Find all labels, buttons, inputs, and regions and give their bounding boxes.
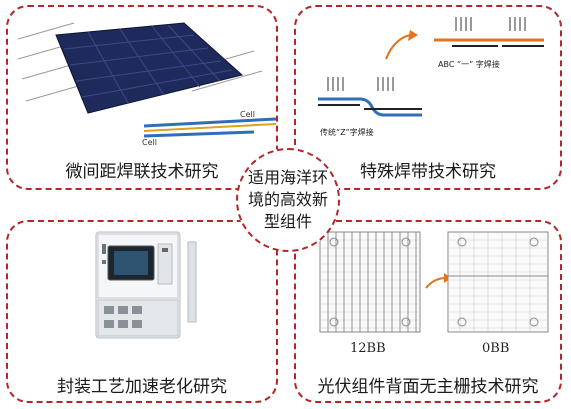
module-back-0bb [447, 231, 549, 333]
module-label-12bb: 12BB [350, 341, 386, 356]
module-back-12bb [319, 231, 421, 333]
cell-label-lower: Cell [142, 138, 157, 147]
panel-aging-test: 封装工艺加速老化研究 [6, 220, 278, 403]
panel-title-special-ribbon: 特殊焊带技术研究 [360, 162, 496, 182]
panel-title-micro-spacing: 微间距焊联技术研究 [65, 162, 219, 182]
z-bend-caption: 传统“Z”字焊接 [320, 127, 374, 137]
panel-title-no-busbar: 光伏组件背面无主栅技术研究 [317, 377, 539, 397]
cell-label-upper: Cell [240, 110, 255, 119]
module-label-0bb: 0BB [482, 341, 510, 356]
center-topic-circle: 适用海洋环境的高效新型组件 [236, 148, 340, 252]
panel-micro-spacing-soldering: Cell Cell 微间距焊联技术研究 [6, 5, 278, 190]
climate-chamber-illustration [95, 231, 197, 339]
panel-title-aging: 封装工艺加速老化研究 [57, 377, 227, 397]
panel-no-busbar: 12BB 0BB 光伏组件背面无主栅技术研究 [294, 220, 562, 403]
ribbon-comparison-illustration: ABC “一” 字焊接 传统“Z”字焊接 [318, 17, 544, 137]
abc-straight-caption: ABC “一” 字焊接 [438, 59, 500, 69]
solar-cell-string-illustration: Cell Cell [17, 22, 277, 147]
panel-special-ribbon: ABC “一” 字焊接 传统“Z”字焊接 特殊焊带技术研究 [294, 5, 562, 190]
center-topic-text: 适用海洋环境的高效新型组件 [247, 168, 328, 231]
